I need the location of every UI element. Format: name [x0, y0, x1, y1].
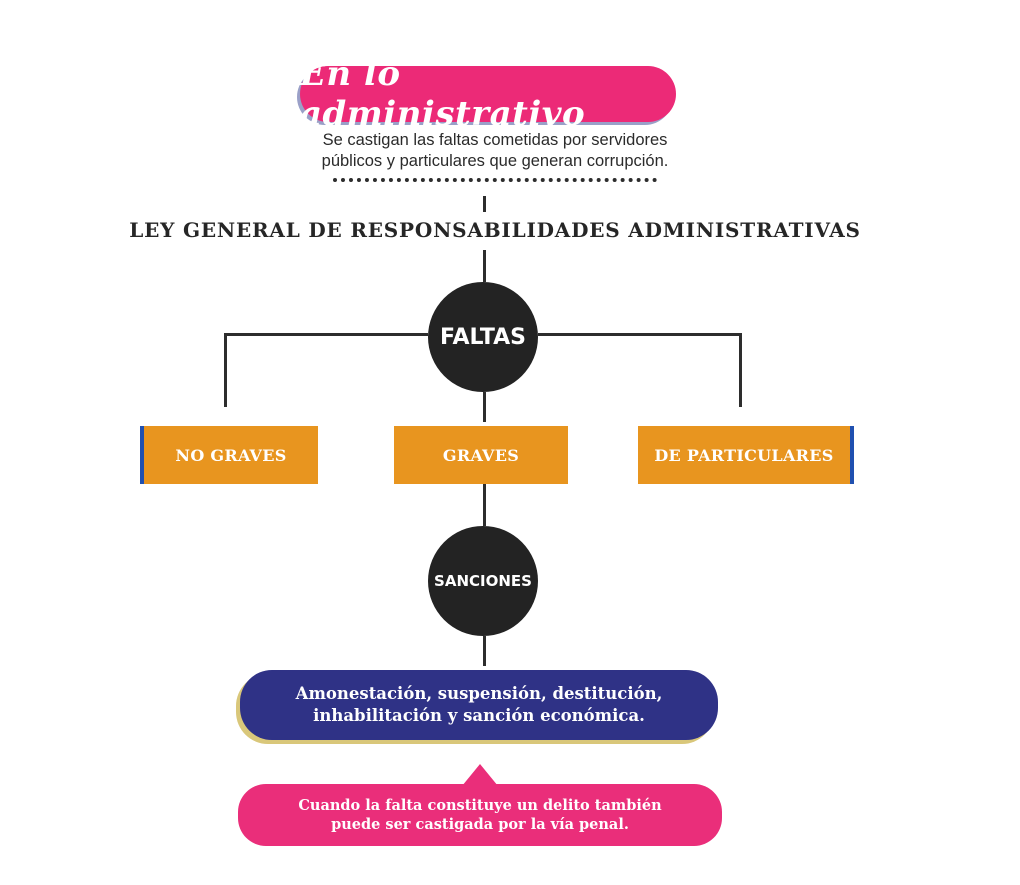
diagram-title: En lo administrativo	[300, 54, 586, 134]
category-label: NO GRAVES	[175, 445, 287, 465]
subtitle: Se castigan las faltas cometidas por ser…	[250, 130, 740, 172]
connector-line	[483, 636, 486, 666]
note-line: puede ser castigada por la vía penal.	[331, 816, 629, 833]
sanciones-circle: SANCIONES	[428, 526, 538, 636]
sanctions-pill: Amonestación, suspensión, destitución, i…	[240, 670, 718, 740]
connector-line	[483, 484, 486, 526]
connector-line	[483, 196, 486, 212]
sanctions-line: Amonestación, suspensión, destitución,	[295, 684, 663, 703]
note-callout: Cuando la falta constituye un delito tam…	[238, 784, 722, 846]
branch-line-right-drop	[739, 333, 742, 407]
category-label: GRAVES	[442, 445, 520, 465]
connector-line	[483, 392, 486, 422]
category-box-graves: GRAVES	[394, 426, 568, 484]
sanciones-label: SANCIONES	[434, 572, 532, 590]
law-title: LEY GENERAL DE RESPONSABILIDADES ADMINIS…	[129, 218, 861, 242]
dotted-divider	[333, 178, 657, 182]
title-pill: En lo administrativo	[300, 54, 676, 134]
sanctions-line: inhabilitación y sanción económica.	[313, 706, 645, 725]
branch-line-left-drop	[224, 333, 227, 407]
connector-line	[483, 250, 486, 282]
subtitle-line: Se castigan las faltas cometidas por ser…	[322, 131, 668, 149]
category-box-de-particulares: DE PARTICULARES	[638, 426, 850, 484]
category-label: DE PARTICULARES	[654, 445, 834, 465]
branch-line-left	[224, 333, 428, 336]
branch-line-right	[538, 333, 742, 336]
faltas-label: FALTAS	[439, 324, 527, 350]
subtitle-line: públicos y particulares que generan corr…	[321, 152, 669, 170]
category-box-no-graves: NO GRAVES	[144, 426, 318, 484]
note-line: Cuando la falta constituye un delito tam…	[298, 797, 662, 814]
faltas-circle: FALTAS	[428, 282, 538, 392]
callout-arrow	[462, 764, 498, 786]
